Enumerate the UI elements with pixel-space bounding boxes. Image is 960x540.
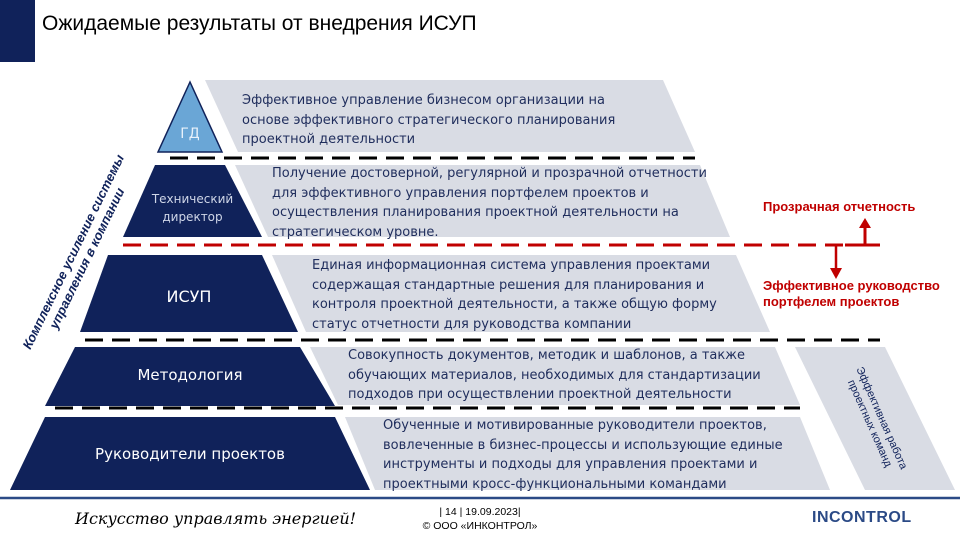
footer-slogan: Искусство управлять энергией! [75, 509, 357, 528]
down-arrow-head-icon [830, 268, 842, 279]
annotation-portfolio-management: Эффективное руководство портфелем проект… [763, 278, 940, 309]
annotation-transparent-reporting: Прозрачная отчетность [763, 199, 916, 214]
copyright: © ООО «ИНКОНТРОЛ» [422, 520, 538, 532]
level-pm-desc: Обученные и мотивированные руководители … [383, 418, 783, 492]
level-gd-desc: Эффективное управление бизнесом организа… [242, 93, 616, 147]
title-accent-block [0, 0, 35, 62]
footer-center: | 14 | 19.09.2023| © ООО «ИНКОНТРОЛ» [380, 505, 580, 533]
up-arrow-head-icon [859, 218, 871, 228]
band-method-bg [310, 347, 800, 405]
level-isup-shape [80, 255, 298, 332]
page-title: Ожидаемые результаты от внедрения ИСУП [42, 12, 477, 35]
level-td-label: Технический директор [151, 192, 234, 224]
level-isup-desc: Единая информационная система управления… [312, 258, 717, 332]
logo-text: INCONTROL [812, 509, 912, 526]
band-gd-bg [205, 80, 695, 152]
level-gd-shape [156, 80, 224, 153]
company-logo: INCONTROL [812, 509, 912, 527]
level-method-shape [45, 347, 335, 406]
level-method-label: Методология [137, 366, 243, 384]
level-pm-label: Руководители проектов [95, 445, 285, 463]
page-info: | 14 | 19.09.2023| [439, 506, 521, 518]
teams-band-bg [795, 347, 955, 490]
level-td-desc: Получение достоверной, регулярной и проз… [272, 166, 707, 240]
level-pm-shape [10, 417, 370, 490]
level-gd-label: ГД [180, 126, 200, 142]
band-td-bg [235, 165, 730, 237]
band-isup-bg [272, 255, 770, 332]
band-pm-bg [345, 417, 830, 490]
level-td-shape [123, 165, 262, 237]
level-method-desc: Совокупность документов, методик и шабло… [348, 348, 761, 402]
level-isup-label: ИСУП [166, 287, 212, 306]
